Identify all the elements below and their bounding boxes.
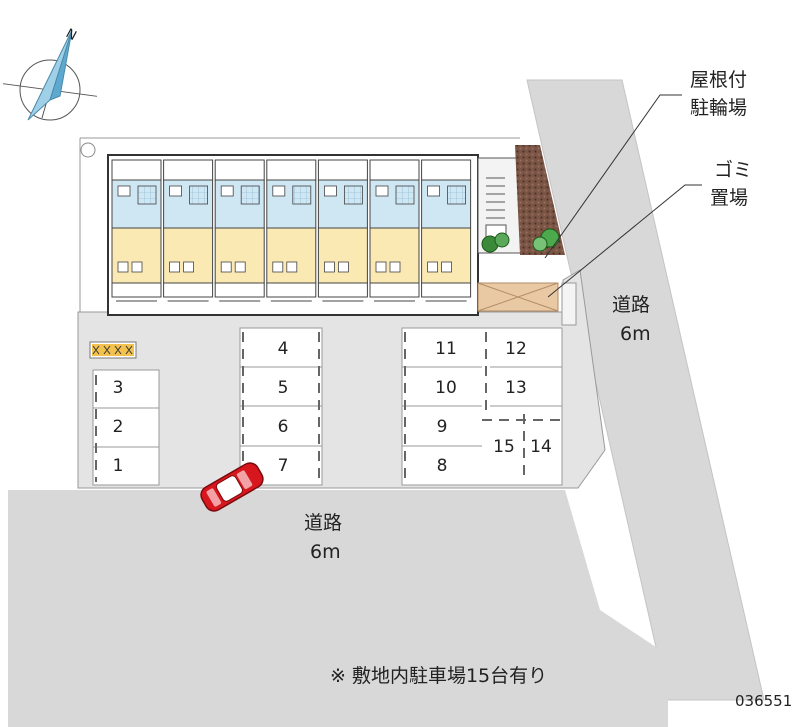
parking-space-number: 1 <box>113 456 124 476</box>
parking-space-number: 6 <box>278 417 289 437</box>
parking-note: ※ 敷地内駐車場15台有り <box>330 665 547 687</box>
parking-space-number: 10 <box>435 378 457 398</box>
callout-leaders <box>544 94 702 298</box>
utility-marker <box>80 142 96 158</box>
apartment-unit <box>317 159 368 302</box>
stairs <box>486 177 505 219</box>
apartment-unit <box>266 159 317 302</box>
apartment-unit <box>163 159 214 302</box>
road-bottom-label-2: 6m <box>310 541 341 563</box>
parking-block-left <box>92 369 160 486</box>
apartment-unit <box>214 159 265 302</box>
bike-parking-label-1: 屋根付 <box>690 69 747 91</box>
parking-space-number: 7 <box>278 456 289 476</box>
bike-rack <box>89 341 137 359</box>
parking-space-number: 15 <box>493 437 515 457</box>
parking-space-number: 8 <box>437 456 448 476</box>
parking-space-number: 3 <box>113 378 124 398</box>
garbage-label-1: ゴミ <box>714 159 752 181</box>
compass-north-label: N <box>63 26 79 44</box>
fence-post <box>561 282 577 326</box>
parking-space-number: 2 <box>113 417 124 437</box>
parking-space-number: 9 <box>437 417 448 437</box>
road-right-label-1: 道路 <box>612 294 650 316</box>
bike-parking-area <box>532 228 560 252</box>
parking-space-number: 11 <box>435 339 457 359</box>
garbage-area <box>477 282 559 312</box>
planting-strip <box>515 145 565 255</box>
apartment-unit <box>421 159 472 302</box>
road-right <box>526 79 765 701</box>
apartment-building <box>107 154 529 316</box>
apartment-unit <box>369 159 420 302</box>
bike-parking-label-2: 駐輪場 <box>690 97 747 119</box>
property-code: 036551 <box>735 692 792 710</box>
road-right-label-2: 6m <box>620 323 651 345</box>
parking-space-number: 13 <box>505 378 527 398</box>
garbage-label-2: 置場 <box>710 187 748 209</box>
apartment-unit <box>111 159 162 302</box>
road-bottom-label-1: 道路 <box>304 512 342 534</box>
parking-dividers <box>93 366 562 448</box>
compass-icon <box>2 29 98 121</box>
car-icon <box>200 462 264 512</box>
shrub <box>481 232 510 253</box>
parking-space-number: 14 <box>530 437 552 457</box>
parking-space-number: 4 <box>278 339 289 359</box>
parking-space-number: 5 <box>278 378 289 398</box>
road-bottom <box>8 490 668 727</box>
parking-dash-lines <box>95 332 560 482</box>
parking-space-number: 12 <box>505 339 527 359</box>
